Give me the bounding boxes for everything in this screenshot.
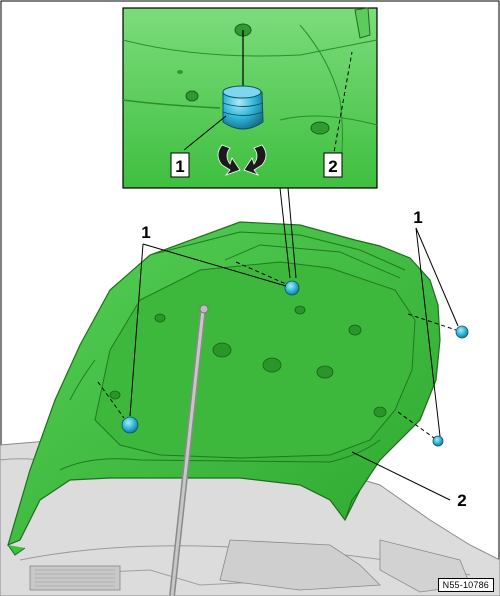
leader-lines — [129, 187, 459, 501]
callout-inset-buffer: 1 — [175, 157, 184, 176]
reference-code: N55-10786 — [437, 578, 494, 592]
callout-buffer-right: 1 — [413, 208, 422, 227]
callout-buffer-left: 1 — [141, 223, 150, 242]
callout-inset-hood: 2 — [328, 157, 337, 176]
gas-strut — [169, 304, 209, 596]
inset-buffer — [222, 85, 264, 130]
detail-inset: 1 2 — [122, 7, 378, 189]
buffer-right-lower — [432, 435, 444, 447]
buffer-right-upper — [455, 325, 469, 339]
buffer-left — [121, 416, 139, 434]
buffer-top-center — [284, 280, 300, 296]
engine-hood — [7, 221, 441, 556]
callout-hood: 2 — [457, 491, 466, 510]
rotate-right-arrow-icon — [243, 144, 267, 176]
rotate-left-arrow-icon — [217, 144, 241, 176]
